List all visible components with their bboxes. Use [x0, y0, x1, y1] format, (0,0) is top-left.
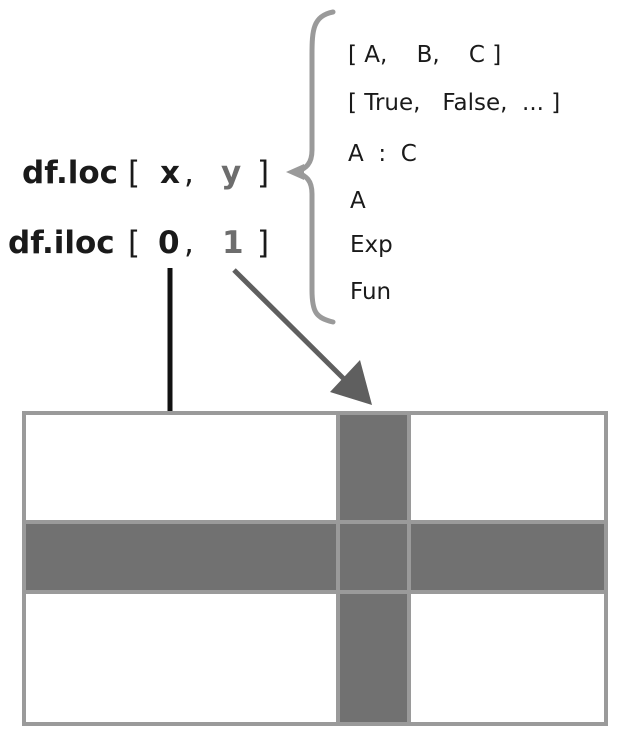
option-single-label: A [350, 188, 366, 214]
iloc-prefix: df.iloc [8, 225, 115, 261]
iloc-open-bracket: [ [128, 225, 140, 261]
loc-close-bracket: ] [257, 155, 269, 191]
loc-expression: df.loc [ x , y ] [22, 155, 269, 191]
grid-border [22, 411, 608, 726]
selector-options-list: [ A, B, C ] [ True, False, ... ] A : C A… [348, 42, 560, 305]
iloc-row: 0 [158, 225, 180, 261]
loc-open-bracket: [ [128, 155, 140, 191]
loc-x: x [160, 155, 180, 191]
loc-comma: , [184, 155, 194, 191]
column-arrow [232, 268, 372, 405]
dataframe-grid [22, 411, 608, 726]
highlighted-row [24, 522, 606, 592]
loc-y: y [221, 155, 241, 191]
option-boolean-list: [ True, False, ... ] [348, 90, 560, 116]
option-slice: A : C [348, 141, 417, 167]
column-arrow-head [330, 360, 372, 405]
iloc-expression: df.iloc [ 0 , 1 ] [8, 225, 269, 261]
iloc-col: 1 [222, 225, 244, 261]
option-expression: Exp [350, 232, 393, 258]
option-function: Fun [350, 279, 391, 305]
loc-prefix: df.loc [22, 155, 118, 191]
brace-pointer [286, 164, 304, 180]
option-label-list: [ A, B, C ] [348, 42, 501, 68]
iloc-comma: , [184, 225, 194, 261]
iloc-close-bracket: ] [257, 225, 269, 261]
